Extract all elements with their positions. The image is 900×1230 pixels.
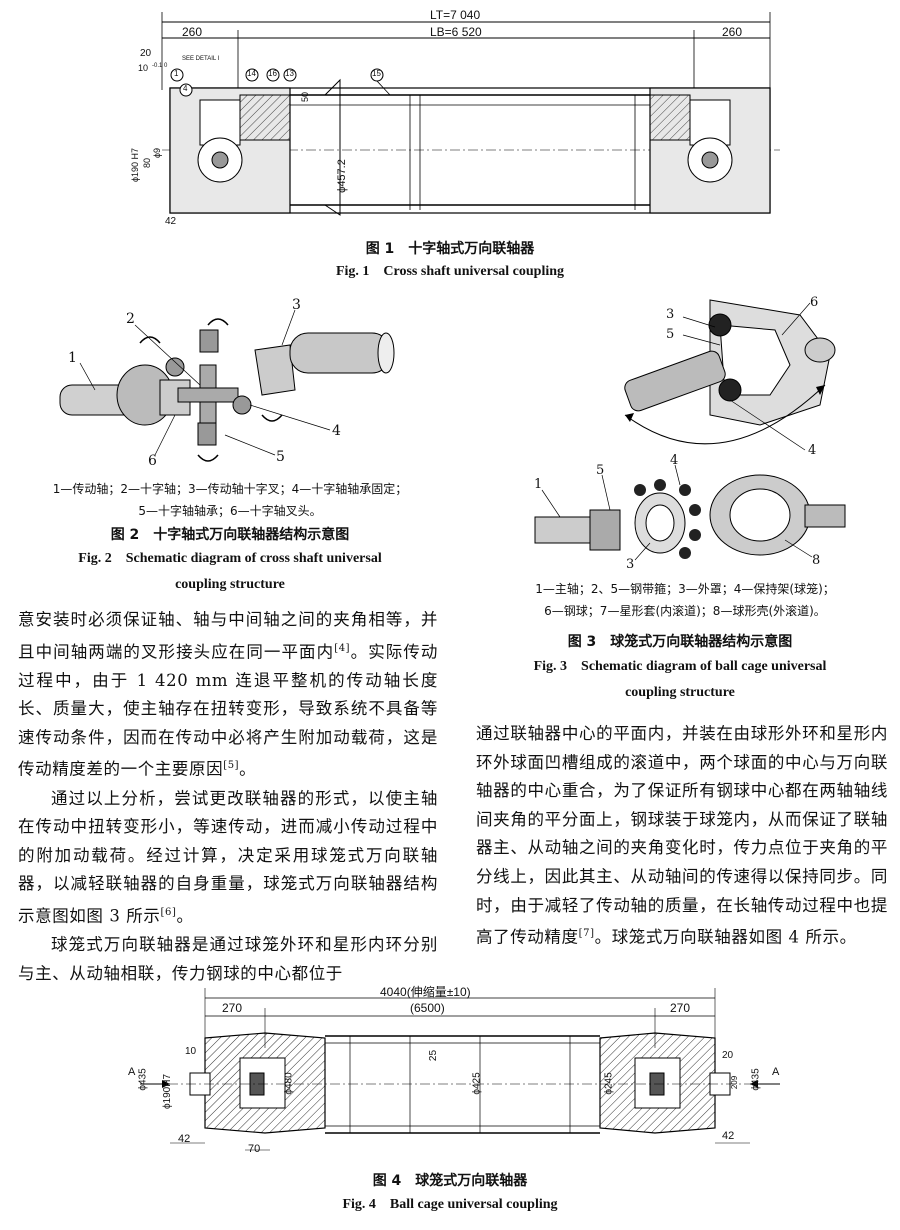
fig4-70: 70	[248, 1143, 261, 1155]
figure-3: 3 5 6 4 1 5 4 3 8	[520, 295, 850, 575]
body-column-left: 意安装时必须保证轴、轴与中间轴之间的夹角相等，并且中间轴两端的叉形接头应在同一平…	[18, 606, 438, 988]
fig3-callout-3: 3	[626, 557, 635, 572]
fig4-245: ϕ245	[603, 1072, 615, 1095]
fig3-caption-en-2: coupling structure	[625, 685, 735, 700]
fig4-209: 209	[730, 1075, 740, 1090]
left-p1-text: 意安装时必须保证轴、轴与中间轴之间的夹角相等，并且中间轴两端的叉形接头应在同一平…	[18, 610, 438, 662]
fig3-callout-5-top: 5	[666, 327, 675, 342]
fig4-42-right: 42	[722, 1130, 735, 1142]
fig1-190: ϕ190 H7	[130, 147, 141, 183]
fig4-25: 25	[428, 1049, 440, 1062]
fig4-42-left: 42	[178, 1133, 191, 1145]
fig1-see-detail: SEE DETAIL I	[182, 56, 220, 62]
fig1-balloon-4: 4	[183, 84, 188, 93]
right-p1-text: 通过联轴器中心的平面内，并装在由球形外环和星形内环外球面凹槽组成的滚道中，两个球…	[476, 724, 888, 947]
left-p2-end: 。	[176, 906, 194, 926]
fig3-callout-4-top: 4	[808, 443, 817, 458]
right-p2-text: 球笼式万向联轴器如图 4 所示。	[611, 927, 857, 947]
fig1-457: ϕ457.2	[335, 159, 348, 193]
fig4-total: 4040(伸缩量±10)	[380, 985, 471, 999]
fig2-callout-4: 4	[332, 423, 341, 439]
fig4-10: 10	[185, 1046, 197, 1057]
ref-5: [5]	[223, 760, 240, 772]
ref-4: [4]	[334, 642, 351, 654]
right-p1-end: 。	[594, 927, 612, 947]
ref-7: [7]	[578, 928, 595, 940]
left-p1-end: 。	[239, 759, 257, 779]
body-column-right: 通过联轴器中心的平面内，并装在由球形外环和星形内环外球面凹槽组成的滚道中，两个球…	[476, 720, 888, 952]
fig4-6500: (6500)	[410, 1001, 445, 1015]
right-paragraph-1: 通过联轴器中心的平面内，并装在由球形外环和星形内环外球面凹槽组成的滚道中，两个球…	[476, 720, 888, 952]
fig3-callout-1: 1	[534, 477, 543, 492]
fig1-balloons	[170, 68, 391, 97]
fig1-20: 20	[140, 48, 152, 59]
fig3-caption-cn: 图 3 球笼式万向联轴器结构示意图	[567, 634, 793, 650]
fig1-50: 50	[300, 91, 311, 103]
fig1-lb: LB=6 520	[430, 25, 482, 39]
fig3-callout-6-top: 6	[810, 295, 819, 310]
fig1-balloon-1: 1	[174, 69, 179, 78]
fig4-435-right: ϕ435	[750, 1068, 762, 1091]
fig3-drawing	[534, 299, 846, 561]
fig4-drawing	[140, 988, 780, 1151]
fig1-caption-en: Fig. 1 Cross shaft universal coupling	[335, 264, 565, 279]
fig2-caption-en-2: coupling structure	[175, 577, 285, 592]
fig1-tol: -0.1 0	[152, 63, 168, 69]
fig2-callout-1: 1	[68, 350, 77, 366]
fig2-callout-5: 5	[276, 449, 285, 465]
fig3-callout-8: 8	[812, 553, 821, 568]
fig1-9: ϕ9	[152, 147, 163, 159]
fig4-caption-en: Fig. 4 Ball cage universal coupling	[342, 1197, 558, 1212]
fig2-drawing	[59, 309, 395, 462]
fig3-callout-4: 4	[670, 453, 679, 468]
fig1-80: 80	[142, 157, 153, 169]
left-p2-text: 通过以上分析，尝试更改联轴器的形式，以使主轴在传动中扭转变形小，等速传动，进而减…	[18, 788, 438, 926]
fig4-190: ϕ190H7	[162, 1073, 174, 1110]
fig1-10: 10	[138, 63, 149, 73]
fig1-42: 42	[165, 216, 177, 227]
fig4-caption-cn: 图 4 球笼式万向联轴器	[372, 1173, 528, 1189]
fig1-lt: LT=7 040	[430, 8, 481, 22]
fig4-section-a-left: A	[128, 1066, 136, 1078]
fig2-legend-line1: 1—传动轴；2—十字轴；3—传动轴十字叉；4—十字轴轴承固定；	[52, 482, 408, 496]
figure-2: 1 2 3 4 5 6	[50, 295, 400, 475]
fig1-balloon-14: 14	[247, 69, 256, 78]
fig1-balloon-13: 13	[285, 69, 294, 78]
ref-6: [6]	[160, 906, 177, 918]
fig4-480: ϕ480	[283, 1072, 295, 1095]
fig1-260-right: 260	[722, 25, 743, 39]
fig3-callout-3-top: 3	[666, 307, 675, 322]
fig4-270-right: 270	[670, 1001, 691, 1015]
fig2-caption-en-1: Fig. 2 Schematic diagram of cross shaft …	[78, 551, 382, 566]
fig4-270-left: 270	[222, 1001, 243, 1015]
fig3-callout-5: 5	[596, 463, 605, 478]
fig4-20: 20	[722, 1050, 734, 1061]
fig4-425: ϕ425	[471, 1072, 483, 1095]
fig2-caption-cn: 图 2 十字轴式万向联轴器结构示意图	[110, 527, 350, 543]
fig2-legend-line2: 5—十字轴轴承；6—十字轴叉头。	[138, 504, 322, 518]
left-paragraph-2: 通过以上分析，尝试更改联轴器的形式，以使主轴在传动中扭转变形小，等速传动，进而减…	[18, 785, 438, 931]
fig2-callout-6: 6	[148, 453, 157, 469]
fig1-drawing	[161, 12, 780, 216]
fig3-caption-en-1: Fig. 3 Schematic diagram of ball cage un…	[533, 659, 827, 674]
fig4-section-a-right: A	[772, 1066, 780, 1078]
left-paragraph-1: 意安装时必须保证轴、轴与中间轴之间的夹角相等，并且中间轴两端的叉形接头应在同一平…	[18, 606, 438, 785]
fig2-callout-2: 2	[126, 311, 135, 327]
left-p1-tail: 。实际传动过程中，由于 1 420 mm 连退平整机的传动轴长度长、质量大，使主…	[18, 642, 439, 779]
fig1-caption-cn: 图 1 十字轴式万向联轴器	[365, 241, 535, 257]
fig4-435-left: ϕ435	[137, 1068, 149, 1091]
fig3-legend-line1: 1—主轴；2、5—钢带箍；3—外罩；4—保持架(球笼)；	[535, 582, 835, 596]
figure-4: 4040(伸缩量±10) 270 (6500) 270 10 25 20 ϕ43…	[110, 978, 790, 1158]
fig2-callout-3: 3	[292, 297, 301, 313]
fig1-260-left: 260	[182, 25, 203, 39]
fig1-balloon-15: 15	[372, 69, 381, 78]
figure-1: LT=7 040 LB=6 520 260 260 20 10 -0.1 0 S…	[130, 0, 790, 240]
fig3-legend-line2: 6—钢球；7—星形套(内滚道)；8—球形壳(外滚道)。	[544, 604, 826, 618]
left-paragraph-3: 球笼式万向联轴器是通过球笼外环和星形内环分别与主、从动轴相联，传力钢球的中心都位…	[18, 935, 438, 983]
fig1-balloon-16: 16	[268, 69, 277, 78]
